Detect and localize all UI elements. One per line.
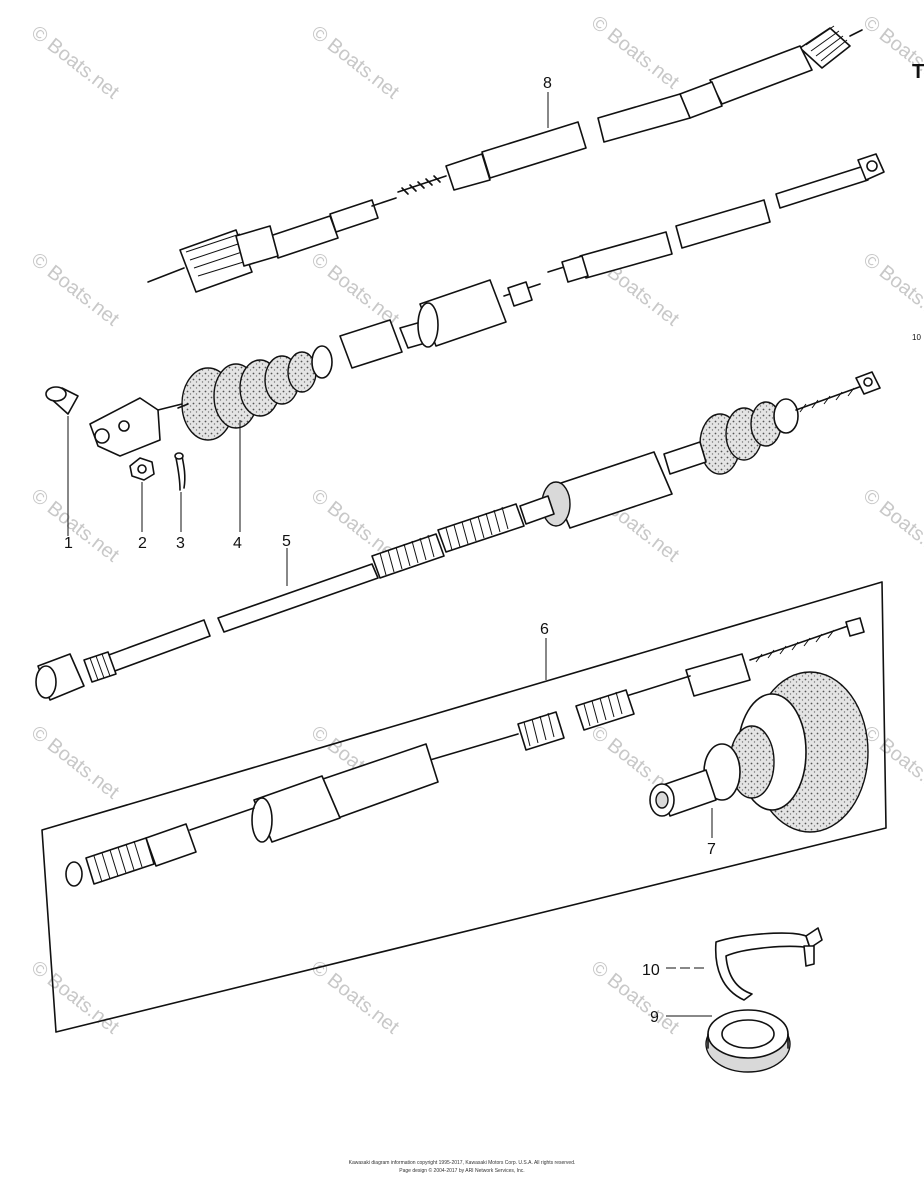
part-9-grommet bbox=[705, 1009, 791, 1073]
part-6-panel bbox=[41, 581, 887, 1033]
watermark: © Boats.net bbox=[587, 957, 683, 1039]
callout-9: 9 bbox=[650, 1009, 659, 1026]
part-5-cable bbox=[35, 441, 707, 701]
edge-mark-top-right: T bbox=[912, 61, 924, 83]
watermark: © Boats.net bbox=[859, 485, 924, 567]
part-7-gear-box bbox=[649, 671, 869, 833]
callout-1: 1 bbox=[64, 535, 73, 552]
watermark: © Boats.net bbox=[27, 957, 123, 1039]
clevis-hardware bbox=[45, 386, 186, 491]
watermark: © Boats.net bbox=[859, 249, 924, 331]
part-4-cable-with-boot bbox=[177, 279, 881, 475]
watermark: © Boats.net bbox=[307, 22, 403, 104]
copyright-footer: Kawasaki diagram information copyright 1… bbox=[349, 1160, 576, 1174]
watermark: © Boats.net bbox=[27, 249, 123, 331]
watermark: © Boats.net bbox=[27, 22, 123, 104]
callout-2: 2 bbox=[138, 535, 147, 552]
footer-line-1: Kawasaki diagram information copyright 1… bbox=[349, 1160, 576, 1166]
leader-lines bbox=[67, 92, 713, 1017]
callout-4: 4 bbox=[233, 535, 242, 552]
part-10-bracket bbox=[714, 927, 823, 1001]
watermark: © Boats.net bbox=[307, 957, 403, 1039]
watermark: © Boats.net bbox=[27, 485, 123, 567]
callout-labels: 8 1 2 3 4 5 6 7 10 9 bbox=[64, 75, 716, 1026]
watermark: © Boats.net bbox=[27, 722, 123, 804]
callout-10: 10 bbox=[642, 962, 660, 979]
part-8-speedometer-cable bbox=[147, 25, 885, 293]
callout-8: 8 bbox=[543, 75, 552, 92]
callout-7: 7 bbox=[707, 841, 716, 858]
callout-6: 6 bbox=[540, 621, 549, 638]
part-6-cable bbox=[65, 617, 865, 887]
edge-mark-mid-right: 10 bbox=[912, 333, 921, 342]
footer-line-2: Page design © 2004-2017 by ARI Network S… bbox=[399, 1167, 524, 1174]
watermark: © Boats.net bbox=[859, 722, 924, 804]
callout-5: 5 bbox=[282, 533, 291, 550]
watermark: © Boats.net bbox=[307, 249, 403, 331]
watermark: © Boats.net bbox=[587, 12, 683, 94]
callout-3: 3 bbox=[176, 535, 185, 552]
